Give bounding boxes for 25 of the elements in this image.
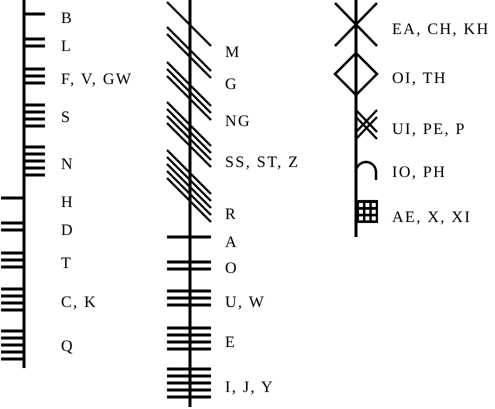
letter-label: UI, PE, P	[392, 122, 466, 138]
letter-label: NG	[225, 114, 252, 130]
letter-label: M	[225, 44, 241, 60]
letter-label: AE, X, XI	[392, 210, 472, 226]
letter-label: SS, ST, Z	[225, 154, 300, 170]
letter-label: F, V, GW	[61, 72, 132, 88]
letter-label: OI, TH	[392, 70, 447, 86]
letter-label: C, K	[61, 294, 98, 310]
letter-label: D	[61, 222, 74, 238]
letter-label: B	[61, 10, 74, 26]
letter-label: H	[61, 194, 74, 210]
letter-label: A	[225, 234, 238, 250]
letter-label: T	[61, 256, 72, 272]
letter-label: Q	[61, 338, 74, 354]
letter-label: S	[61, 110, 72, 126]
letter-label: EA, CH, KH	[392, 22, 490, 38]
letter-label: N	[61, 156, 74, 172]
letter-label: L	[61, 38, 72, 54]
letter-label: G	[225, 76, 238, 92]
letter-label: IO, PH	[392, 164, 446, 180]
letter-label: O	[225, 260, 238, 276]
letter-label: E	[225, 334, 236, 350]
letter-label: U, W	[225, 294, 266, 310]
letter-label: I, J, Y	[225, 380, 274, 396]
letter-label: R	[225, 206, 238, 222]
